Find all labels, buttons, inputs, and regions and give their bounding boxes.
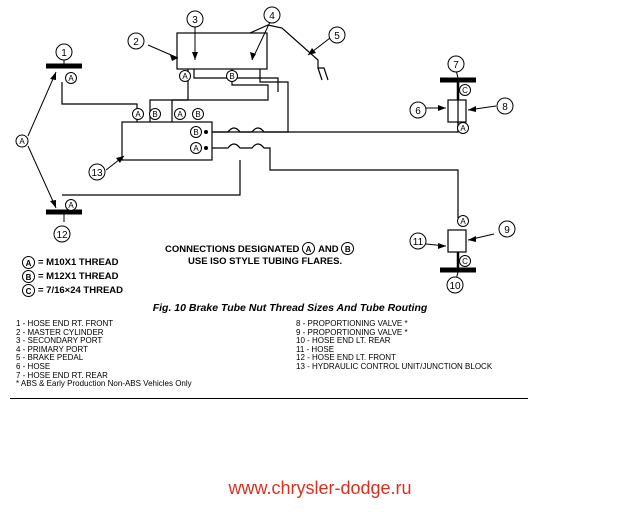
thread-b-circle: B [341, 242, 355, 255]
port-a-front-left: A [65, 199, 77, 211]
svg-text:A: A [182, 72, 188, 81]
tube-rear-right [212, 100, 459, 133]
svg-text:6: 6 [415, 106, 421, 117]
divider [10, 398, 528, 399]
callout-3: 3 [186, 10, 204, 28]
legend-footnote: * ABS & Early Production Non-ABS Vehicle… [16, 379, 192, 389]
svg-text:A: A [460, 217, 466, 226]
legend-item: 12 - HOSE END LT. FRONT [296, 353, 396, 363]
legend-item: 13 - HYDRAULIC CONTROL UNIT/JUNCTION BLO… [296, 361, 493, 371]
svg-text:1: 1 [61, 48, 67, 59]
svg-text:B: B [152, 110, 157, 119]
port-a-hcu-2: A [174, 108, 186, 120]
proportioning-valve-left [447, 229, 467, 253]
legend-right: 8 - PROPORTIONING VALVE * 9 - PROPORTION… [296, 319, 493, 372]
svg-text:4: 4 [269, 11, 275, 22]
svg-text:B: B [229, 72, 234, 81]
callout-8: 8 [496, 97, 514, 115]
port-a-left-callout: A [15, 134, 29, 148]
svg-text:A: A [68, 201, 74, 210]
legend-item: 2 - MASTER CYLINDER [16, 327, 104, 337]
legend-item: 10 - HOSE END LT. REAR [296, 336, 391, 346]
tube-front-left [62, 160, 241, 196]
port-a-hcu-1: A [132, 108, 144, 120]
port-b-mc-primary: B [226, 70, 238, 82]
svg-text:3: 3 [192, 15, 198, 26]
legend-item: 6 - HOSE [16, 361, 51, 371]
legend-item: 3 - SECONDARY PORT [16, 336, 103, 346]
port-b-hcu-2: B [192, 108, 204, 120]
legend-item: 4 - PRIMARY PORT [16, 344, 89, 354]
svg-text:A: A [460, 124, 466, 133]
brake-pedal [249, 24, 329, 81]
svg-text:8: 8 [502, 102, 508, 113]
legend-item: 9 - PROPORTIONING VALVE * [296, 327, 408, 337]
svg-text:7: 7 [453, 60, 459, 71]
legend-item: 11 - HOSE [296, 344, 335, 354]
legend-item: 1 - HOSE END RT. FRONT [16, 319, 114, 328]
legend-item: 7 - HOSE END RT. REAR [16, 370, 108, 380]
tube-front-right [61, 82, 138, 122]
svg-text:A: A [177, 110, 183, 119]
port-b-hcu-1: B [149, 108, 161, 120]
callout-11: 11 [409, 232, 427, 250]
svg-text:B: B [193, 128, 198, 137]
callout-5: 5 [328, 26, 346, 44]
connection-note-line2: USE ISO STYLE TUBING FLARES. [188, 256, 343, 267]
thread-key-c: C= 7/16×24 THREAD [22, 284, 123, 297]
tube-rear-left [212, 143, 459, 218]
svg-text:A: A [193, 144, 199, 153]
callout-9: 9 [498, 220, 516, 238]
svg-text:12: 12 [56, 230, 68, 241]
master-cylinder [176, 32, 268, 70]
legend-item: 8 - PROPORTIONING VALVE * [296, 319, 408, 328]
callout-6: 6 [409, 101, 427, 119]
callout-12: 12 [53, 225, 71, 243]
legend-item: 5 - BRAKE PEDAL [16, 353, 84, 363]
port-a-mc-secondary: A [179, 70, 191, 82]
svg-text:B: B [195, 110, 200, 119]
thread-a-circle: A [302, 242, 316, 255]
proportioning-valve-right [447, 99, 467, 123]
port-c-rear-left: C [459, 255, 471, 267]
svg-text:5: 5 [334, 31, 340, 42]
callout-7: 7 [447, 55, 465, 73]
port-a-hcu-out-2: A [190, 142, 202, 154]
legend-left: 1 - HOSE END RT. FRONT 2 - MASTER CYLIND… [16, 319, 192, 389]
site-watermark: www.chrysler-dodge.ru [228, 478, 412, 498]
svg-text:C: C [462, 257, 468, 266]
callout-1: 1 [55, 43, 73, 61]
port-a-valve-left: A [457, 215, 469, 227]
port-c-rear-right: C [459, 84, 471, 96]
port-a-front-right: A [65, 72, 77, 84]
tube-primary [171, 69, 269, 122]
svg-text:13: 13 [91, 168, 103, 179]
callout-10: 10 [446, 276, 464, 294]
svg-text:C: C [462, 86, 468, 95]
svg-text:A: A [68, 74, 74, 83]
port-b-hcu-out-1: B [190, 126, 202, 138]
svg-text:A: A [135, 110, 141, 119]
hydraulic-control-unit [121, 121, 213, 161]
thread-key-b: B= M12X1 THREAD [22, 270, 119, 283]
port-a-valve-right: A [457, 122, 469, 134]
svg-text:10: 10 [449, 281, 461, 292]
svg-text:9: 9 [504, 225, 510, 236]
brake-routing-diagram: 1 2 3 4 5 6 7 8 9 10 11 12 13 A A B A B … [15, 6, 516, 294]
svg-text:11: 11 [413, 237, 424, 248]
callout-2: 2 [127, 32, 145, 50]
figure-caption: Fig. 10 Brake Tube Nut Thread Sizes And … [152, 302, 428, 314]
svg-text:A: A [19, 137, 25, 146]
callout-4: 4 [263, 6, 281, 24]
thread-key-a: A= M10X1 THREAD [22, 256, 119, 269]
svg-text:2: 2 [133, 37, 139, 48]
callout-13: 13 [88, 163, 106, 181]
